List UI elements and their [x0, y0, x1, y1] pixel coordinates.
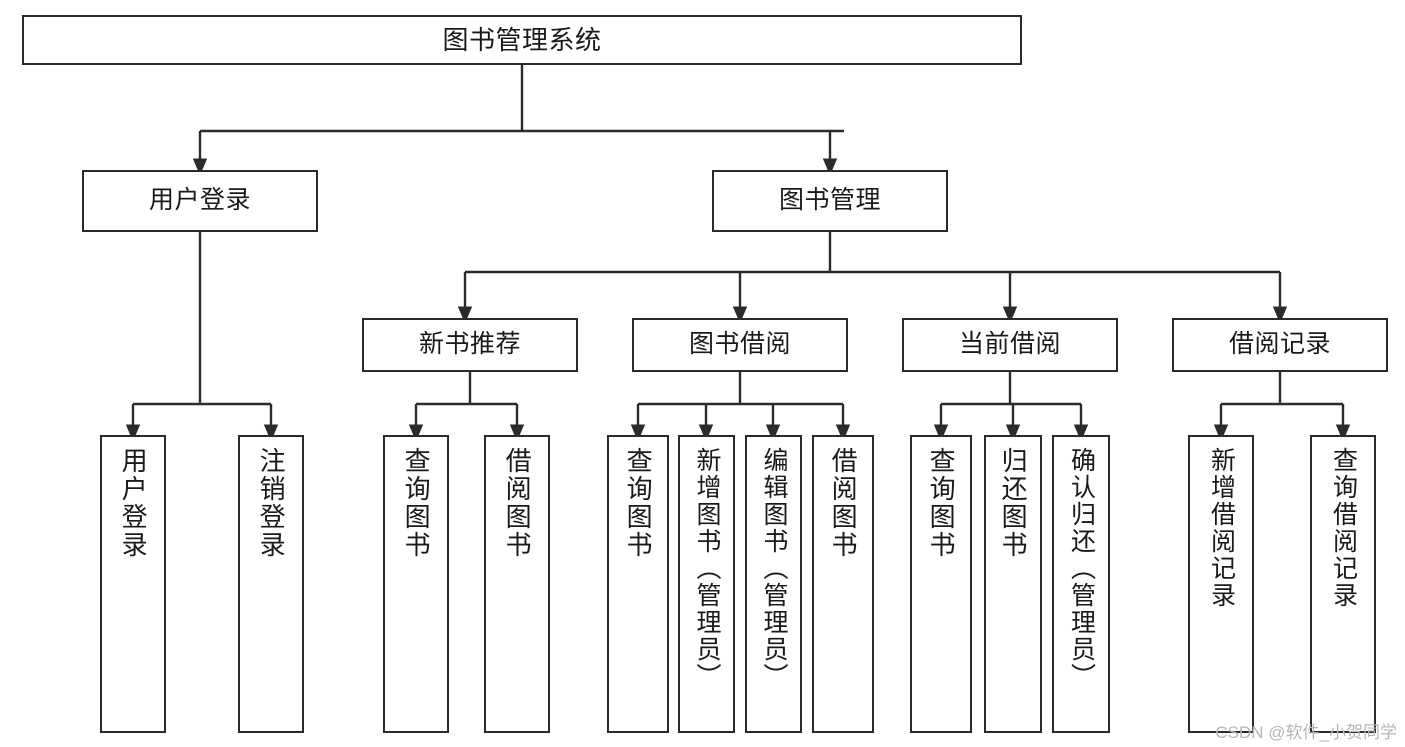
edge-group-book-mgmt [457, 232, 1288, 324]
leaf-node[interactable]: 编辑图书（管理员） [745, 435, 802, 733]
leaf-node[interactable]: 查询图书 [607, 435, 669, 733]
edge-group-user-login [125, 232, 279, 442]
leaf-node-label: 新增借阅记录 [1207, 447, 1236, 609]
node-new-book-recommend-label: 新书推荐 [418, 330, 521, 359]
node-book-borrow-label: 图书借阅 [688, 330, 791, 359]
leaf-node[interactable]: 查询图书 [910, 435, 972, 733]
node-root-label: 图书管理系统 [442, 24, 602, 55]
leaf-node-label: 确认归还（管理员） [1067, 447, 1096, 690]
edge-group-records [1213, 372, 1351, 442]
edge-group-borrow [630, 372, 851, 442]
node-current-borrow-label: 当前借阅 [958, 330, 1061, 359]
node-book-borrow[interactable]: 图书借阅 [632, 318, 848, 372]
leaf-node-label: 注销登录 [256, 447, 287, 559]
leaf-node[interactable]: 归还图书 [984, 435, 1042, 733]
leaf-node-label: 查询图书 [401, 447, 432, 559]
leaf-node-label: 借阅图书 [828, 447, 859, 559]
leaf-node[interactable]: 用户登录 [100, 435, 166, 733]
node-root[interactable]: 图书管理系统 [22, 15, 1022, 65]
leaf-node-label: 借阅图书 [502, 447, 533, 559]
leaf-node[interactable]: 借阅图书 [812, 435, 874, 733]
leaf-node-label: 归还图书 [998, 447, 1029, 559]
leaf-node-label: 查询借阅记录 [1329, 447, 1358, 609]
leaf-node[interactable]: 新增图书（管理员） [678, 435, 735, 733]
node-user-login[interactable]: 用户登录 [82, 170, 318, 232]
leaf-node[interactable]: 注销登录 [238, 435, 304, 733]
leaf-node-label: 编辑图书（管理员） [760, 447, 788, 690]
edge-group-root [192, 65, 844, 176]
node-book-management-label: 图书管理 [778, 186, 881, 215]
leaf-node-label: 用户登录 [118, 447, 149, 559]
leaf-node-label: 新增图书（管理员） [693, 447, 721, 690]
leaf-node-label: 查询图书 [926, 447, 957, 559]
node-user-login-label: 用户登录 [148, 186, 251, 215]
node-new-book-recommend[interactable]: 新书推荐 [362, 318, 578, 372]
edge-group-new-books [408, 372, 525, 442]
node-borrow-records[interactable]: 借阅记录 [1172, 318, 1388, 372]
leaf-node[interactable]: 新增借阅记录 [1188, 435, 1254, 733]
node-book-management[interactable]: 图书管理 [712, 170, 948, 232]
leaf-node-label: 查询图书 [623, 447, 654, 559]
leaf-node[interactable]: 确认归还（管理员） [1052, 435, 1110, 733]
watermark: CSDN @软件_小贺同学 [1215, 723, 1397, 742]
node-borrow-records-label: 借阅记录 [1228, 330, 1331, 359]
leaf-node[interactable]: 借阅图书 [484, 435, 550, 733]
leaf-node[interactable]: 查询借阅记录 [1310, 435, 1376, 733]
node-current-borrow[interactable]: 当前借阅 [902, 318, 1118, 372]
leaf-node[interactable]: 查询图书 [383, 435, 449, 733]
edge-group-current [933, 372, 1089, 442]
